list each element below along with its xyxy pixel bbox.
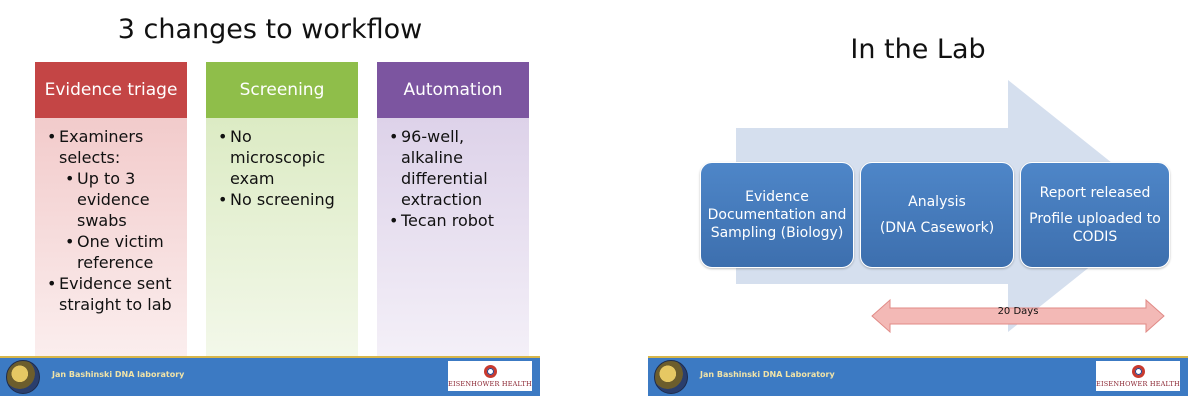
sub-bullet-list: Up to 3 evidence swabs One victim refere… (59, 168, 179, 273)
bullet-list: No microscopic exam No screening (218, 126, 350, 210)
slide-workflow-changes: 3 changes to workflow Evidence triage Ex… (0, 0, 540, 396)
sub-bullet-item: One victim reference (65, 231, 179, 273)
bullet-list: 96-well, alkaline differential extractio… (389, 126, 521, 231)
lab-seal-icon (6, 360, 40, 394)
process-box-subtext: Profile uploaded to CODIS (1029, 211, 1161, 245)
bullet-item: No microscopic exam (218, 126, 350, 189)
slide-in-the-lab: In the Lab Evidence Documentation and Sa… (648, 0, 1188, 396)
bullet-item: Examiners selects: Up to 3 evidence swab… (47, 126, 179, 273)
column-heading: Screening (206, 62, 358, 118)
process-box-text: Analysis (908, 194, 966, 210)
process-box-text: Evidence Documentation and Sampling (Bio… (707, 189, 847, 241)
slide-footer: Jan Bashinski DNA Laboratory EISENHOWER … (648, 356, 1188, 396)
process-box-analysis: Analysis (DNA Casework) (860, 162, 1014, 268)
bullet-item: Tecan robot (389, 210, 521, 231)
duration-label: 20 Days (997, 306, 1039, 317)
eisenhower-health-logo: EISENHOWER HEALTH (1096, 361, 1180, 391)
column-body: No microscopic exam No screening (206, 118, 358, 358)
column-body: Examiners selects: Up to 3 evidence swab… (35, 118, 187, 358)
health-cross-icon (483, 364, 497, 378)
lab-seal-icon (654, 360, 688, 394)
column-body: 96-well, alkaline differential extractio… (377, 118, 529, 358)
sub-bullet-item: Up to 3 evidence swabs (65, 168, 179, 231)
column-heading: Evidence triage (35, 62, 187, 118)
footer-lab-name: Jan Bashinski DNA Laboratory (700, 370, 835, 379)
bullet-item: No screening (218, 189, 350, 210)
process-box-subtext: (DNA Casework) (879, 220, 995, 236)
slide-title: 3 changes to workflow (117, 14, 423, 45)
slide-footer: Jan Bashinski DNA laboratory EISENHOWER … (0, 356, 540, 396)
health-cross-icon (1131, 364, 1145, 378)
column-evidence-triage: Evidence triage Examiners selects: Up to… (35, 62, 187, 358)
logo-text: EISENHOWER HEALTH (1096, 379, 1180, 388)
process-box-report: Report released Profile uploaded to CODI… (1020, 162, 1170, 268)
logo-text: EISENHOWER HEALTH (448, 379, 532, 388)
footer-lab-name: Jan Bashinski DNA laboratory (52, 370, 185, 379)
process-box-biology: Evidence Documentation and Sampling (Bio… (700, 162, 854, 268)
bullet-list: Examiners selects: Up to 3 evidence swab… (47, 126, 179, 315)
eisenhower-health-logo: EISENHOWER HEALTH (448, 361, 532, 391)
column-automation: Automation 96-well, alkaline differentia… (377, 62, 529, 358)
bullet-item: 96-well, alkaline differential extractio… (389, 126, 521, 210)
bullet-text: Examiners selects: (59, 127, 144, 167)
duration-double-arrow (871, 298, 1165, 334)
column-screening: Screening No microscopic exam No screeni… (206, 62, 358, 358)
process-box-text: Report released (1039, 185, 1151, 201)
bullet-item: Evidence sent straight to lab (47, 273, 179, 315)
column-heading: Automation (377, 62, 529, 118)
slide-title: In the Lab (850, 34, 986, 65)
